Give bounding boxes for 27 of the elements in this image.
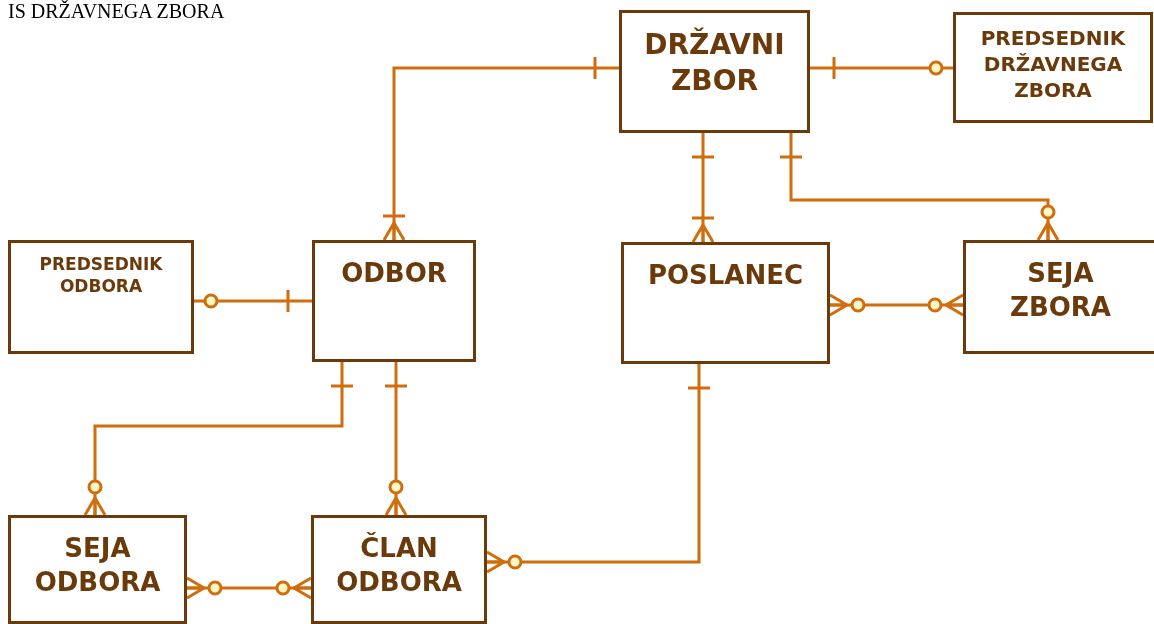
relationship-line bbox=[828, 293, 965, 317]
entity-name: ODBOR bbox=[340, 257, 448, 290]
entity-name: SEJA ZBORA bbox=[1009, 257, 1112, 324]
entity-box bbox=[8, 240, 194, 354]
entity-name: POSLANEC bbox=[646, 259, 805, 292]
relationship-line bbox=[690, 133, 716, 244]
entity-name: PREDSEDNIK ODBORA bbox=[38, 253, 164, 298]
relationship-line bbox=[485, 364, 712, 574]
entity-box bbox=[963, 240, 1154, 354]
relationship-line bbox=[778, 133, 1060, 242]
entity-box bbox=[8, 515, 187, 624]
diagram-title: IS DRŽAVNEGA ZBORA bbox=[8, 0, 225, 23]
relationship-line bbox=[381, 55, 619, 242]
relationship-line bbox=[185, 576, 313, 600]
entity-name: SEJA ODBORA bbox=[33, 532, 162, 599]
entity-name: DRŽAVNI ZBOR bbox=[643, 27, 786, 100]
entity-box bbox=[621, 242, 830, 364]
entity-name: PREDSEDNIK DRŽAVNEGA ZBORA bbox=[979, 25, 1127, 103]
relationship-line bbox=[83, 362, 355, 517]
entity-box bbox=[953, 12, 1153, 123]
relationship-line bbox=[810, 55, 953, 81]
relationship-line bbox=[194, 288, 312, 314]
relationship-line bbox=[383, 362, 409, 517]
entity-box bbox=[312, 240, 476, 362]
entity-name: ČLAN ODBORA bbox=[335, 532, 463, 599]
entity-box bbox=[619, 10, 810, 133]
entity-box bbox=[311, 515, 487, 624]
